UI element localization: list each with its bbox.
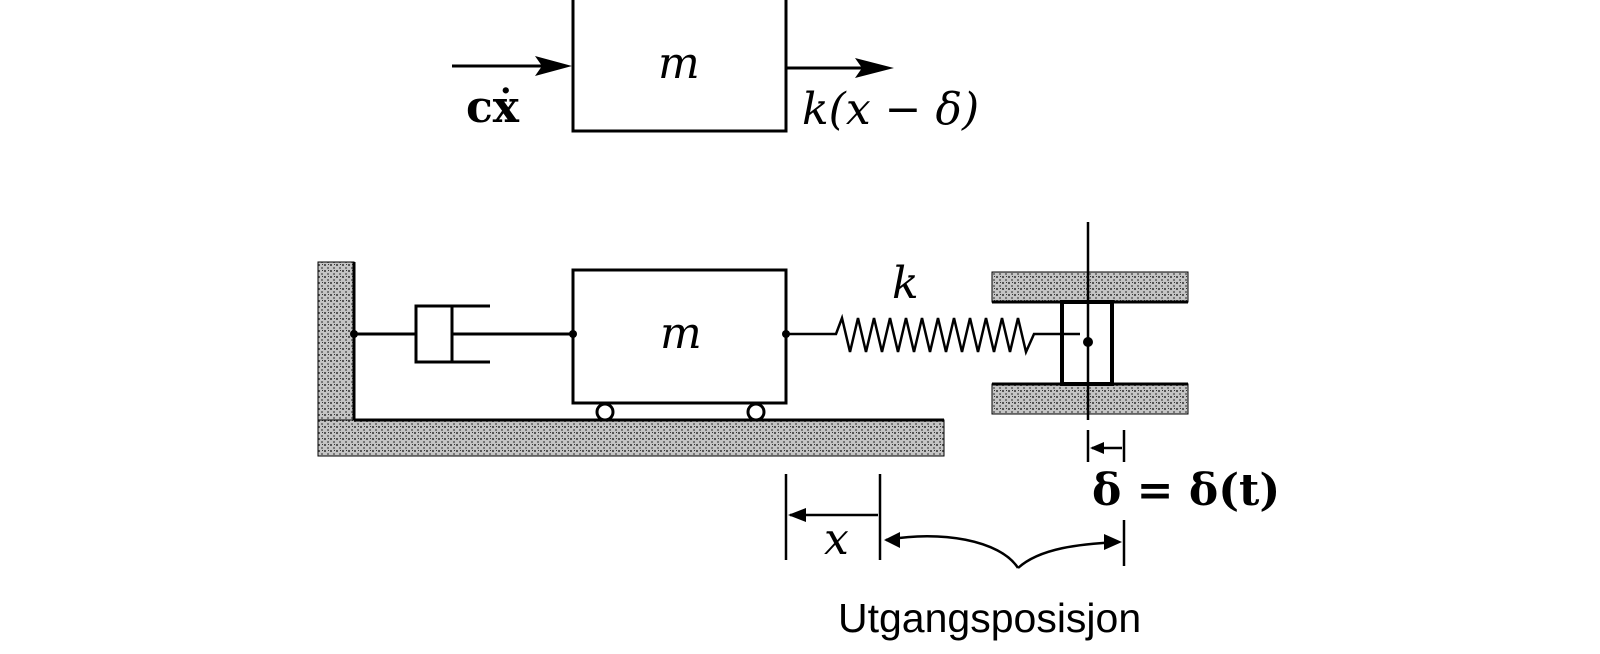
initial-position-caption: Utgangsposisjon <box>838 595 1141 641</box>
x-label: x <box>824 514 849 565</box>
free-body-diagram: m cẋ k(x − δ) <box>452 0 979 135</box>
damper-force-arrow <box>452 56 572 76</box>
damper <box>350 304 577 364</box>
initial-position-brace <box>884 520 1126 569</box>
spring-label: k <box>892 258 919 309</box>
delta-dimension <box>1086 430 1126 462</box>
spring-force-arrow <box>787 58 894 78</box>
floor <box>317 419 945 457</box>
guide-top <box>991 271 1189 303</box>
spring <box>782 313 1080 356</box>
x-dimension <box>784 474 882 560</box>
mass-label: m <box>660 308 702 359</box>
wheel-right <box>746 402 766 422</box>
delta-label: δ = δ(t) <box>1092 465 1280 516</box>
fbd-mass-label: m <box>658 38 700 89</box>
wheel-left <box>595 402 615 422</box>
guide-bottom <box>991 383 1189 415</box>
spring-force-label: k(x − δ) <box>802 84 979 135</box>
damper-force-label: cẋ <box>466 82 520 133</box>
fbd-mass-block <box>571 0 788 133</box>
mass-spring-damper-system: m k δ = δ(t) x <box>317 222 1280 641</box>
